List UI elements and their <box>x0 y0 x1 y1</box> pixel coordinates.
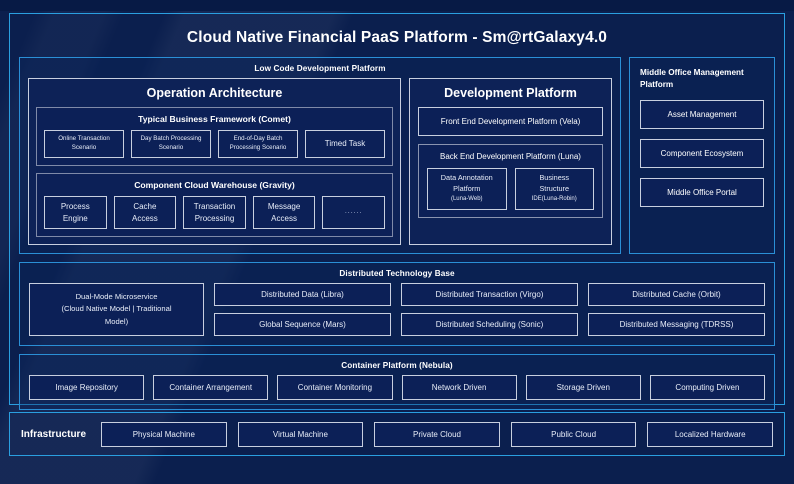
middle-office-item-asset-management[interactable]: Asset Management <box>640 99 764 129</box>
typical-business-framework-items: Online Transaction Scenario Day Batch Pr… <box>37 130 392 158</box>
platform-shell: Cloud Native Financial PaaS Platform - S… <box>9 13 785 411</box>
cell-distributed-cache[interactable]: Distributed Cache (Orbit) <box>588 283 765 307</box>
cell-network-driven[interactable]: Network Driven <box>401 375 517 401</box>
front-end-development-platform-box[interactable]: Front End Development Platform (Vela) <box>418 107 603 136</box>
typical-business-framework-title: Typical Business Framework (Comet) <box>138 114 291 124</box>
middle-office-item-middle-office-portal[interactable]: Middle Office Portal <box>640 177 764 207</box>
cell-physical-machine[interactable]: Physical Machine <box>101 421 227 447</box>
chip-data-annotation-platform[interactable]: Data Annotation Platform (Luna-Web) <box>427 168 507 210</box>
distributed-technology-columns: Distributed Data (Libra) Global Sequence… <box>214 283 765 337</box>
top-row: Low Code Development Platform Operation … <box>10 57 784 255</box>
container-platform-panel: Container Platform (Nebula) Image Reposi… <box>19 354 775 411</box>
cell-computing-driven[interactable]: Computing Driven <box>649 375 766 401</box>
cell-distributed-data[interactable]: Distributed Data (Libra) <box>214 283 391 307</box>
cell-virtual-machine[interactable]: Virtual Machine <box>237 421 364 447</box>
cell-image-repository[interactable]: Image Repository <box>29 375 145 401</box>
page-title: Cloud Native Financial PaaS Platform - S… <box>186 29 608 46</box>
chip-more-ellipsis[interactable]: ...... <box>322 195 385 230</box>
container-platform-title: Container Platform (Nebula) <box>341 361 453 371</box>
low-code-panel-title: Low Code Development Platform <box>254 64 386 73</box>
chip-cache-access[interactable]: Cache Access <box>113 195 177 230</box>
cell-storage-driven[interactable]: Storage Driven <box>525 375 641 401</box>
container-platform-items: Image Repository Container Arrangement C… <box>20 375 774 401</box>
distributed-technology-base-panel: Distributed Technology Base Dual-Mode Mi… <box>19 262 775 347</box>
low-code-development-platform-panel: Low Code Development Platform Operation … <box>19 57 621 255</box>
chip-online-transaction-scenario[interactable]: Online Transaction Scenario <box>44 130 124 158</box>
middle-office-management-platform-panel: Middle Office Management Platform Asset … <box>629 57 775 255</box>
operation-architecture-title: Operation Architecture <box>146 86 283 100</box>
component-cloud-warehouse-group: Component Cloud Warehouse (Gravity) Proc… <box>36 172 393 238</box>
dual-mode-microservice-box[interactable]: Dual-Mode Microservice (Cloud Native Mod… <box>29 283 204 337</box>
typical-business-framework-group: Typical Business Framework (Comet) Onlin… <box>36 107 393 166</box>
background-top-band <box>0 0 794 11</box>
chip-data-annotation-platform-sub: (Luna-Web) <box>450 195 483 202</box>
chip-message-access[interactable]: Message Access <box>252 195 316 230</box>
chip-business-structure-main: Business Structure <box>539 173 570 193</box>
chip-end-of-day-batch-processing-scenario[interactable]: End-of-Day Batch Processing Scenario <box>218 130 298 158</box>
infrastructure-panel: Infrastructure Physical Machine Virtual … <box>9 412 785 456</box>
component-cloud-warehouse-title: Component Cloud Warehouse (Gravity) <box>134 179 295 190</box>
development-platform-panel: Development Platform Front End Developme… <box>409 78 612 246</box>
cell-container-arrangement[interactable]: Container Arrangement <box>153 375 269 401</box>
distributed-technology-column-1: Distributed Data (Libra) Global Sequence… <box>214 283 391 337</box>
infrastructure-label: Infrastructure <box>21 428 87 440</box>
distributed-technology-column-3: Distributed Cache (Orbit) Distributed Me… <box>588 283 765 337</box>
cell-private-cloud[interactable]: Private Cloud <box>374 421 500 447</box>
middle-office-item-component-ecosystem[interactable]: Component Ecosystem <box>640 138 764 168</box>
low-code-body: Operation Architecture Typical Business … <box>20 78 620 253</box>
middle-office-title: Middle Office Management Platform <box>640 68 744 90</box>
chip-business-structure-sub: IDE(Luna-Robin) <box>531 195 577 202</box>
cell-global-sequence[interactable]: Global Sequence (Mars) <box>214 313 391 337</box>
back-end-development-platform-group: Back End Development Platform (Luna) Dat… <box>418 144 603 218</box>
chip-day-batch-processing-scenario[interactable]: Day Batch Processing Scenario <box>131 130 211 158</box>
cell-localized-hardware[interactable]: Localized Hardware <box>647 421 773 447</box>
cell-public-cloud[interactable]: Public Cloud <box>510 421 637 447</box>
middle-office-items: Asset Management Component Ecosystem Mid… <box>630 94 774 254</box>
chip-transaction-processing[interactable]: Transaction Processing <box>183 195 246 230</box>
cell-distributed-messaging[interactable]: Distributed Messaging (TDRSS) <box>588 313 765 337</box>
operation-architecture-panel: Operation Architecture Typical Business … <box>28 78 401 246</box>
chip-data-annotation-platform-main: Data Annotation Platform <box>440 173 493 193</box>
component-cloud-warehouse-items: Process Engine Cache Access Transaction … <box>37 195 392 230</box>
distributed-technology-base-body: Dual-Mode Microservice (Cloud Native Mod… <box>20 283 774 337</box>
development-platform-title: Development Platform <box>444 86 577 100</box>
chip-process-engine[interactable]: Process Engine <box>44 195 107 230</box>
cell-container-monitoring[interactable]: Container Monitoring <box>277 375 393 401</box>
back-end-items: Data Annotation Platform (Luna-Web) Busin… <box>419 168 602 210</box>
chip-timed-task[interactable]: Timed Task <box>305 130 385 158</box>
cell-distributed-scheduling[interactable]: Distributed Scheduling (Sonic) <box>401 313 578 337</box>
distributed-technology-column-2: Distributed Transaction (Virgo) Distribu… <box>401 283 578 337</box>
cell-distributed-transaction[interactable]: Distributed Transaction (Virgo) <box>401 283 578 307</box>
distributed-technology-base-title: Distributed Technology Base <box>339 269 455 279</box>
back-end-development-platform-title: Back End Development Platform (Luna) <box>440 152 581 161</box>
